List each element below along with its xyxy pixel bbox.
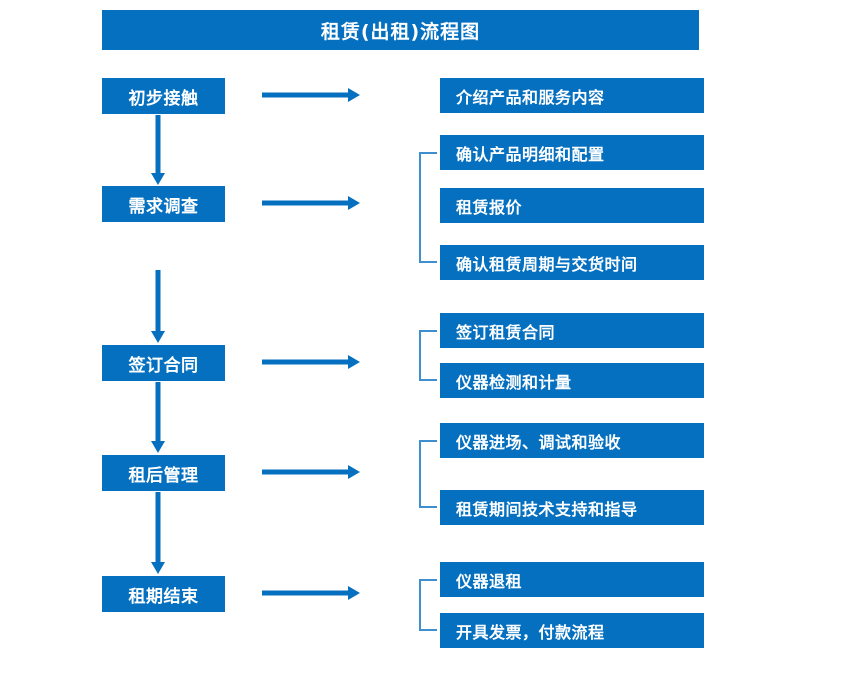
group-bracket: [419, 152, 437, 263]
diagram-title: 租赁(出租)流程图: [102, 10, 699, 50]
arrow-right-icon: [262, 88, 360, 102]
stage-box[interactable]: 租期结束: [102, 576, 225, 612]
detail-label: 签订租赁合同: [456, 322, 556, 342]
arrow-right-icon: [262, 465, 360, 479]
detail-box[interactable]: 仪器退租: [440, 562, 704, 597]
arrow-down-icon: [151, 115, 165, 185]
stage-label: 签订合同: [128, 355, 199, 376]
stage-label: 租期结束: [128, 586, 199, 607]
detail-box[interactable]: 介绍产品和服务内容: [440, 78, 704, 113]
stage-label: 初步接触: [128, 88, 199, 109]
group-bracket: [419, 440, 437, 508]
stage-box[interactable]: 初步接触: [102, 78, 225, 114]
stage-box[interactable]: 租后管理: [102, 455, 225, 491]
arrow-down-icon: [151, 382, 165, 453]
detail-box[interactable]: 开具发票，付款流程: [440, 613, 704, 648]
detail-label: 仪器进场、调试和验收: [456, 432, 622, 452]
detail-box[interactable]: 签订租赁合同: [440, 313, 704, 348]
arrow-right-icon: [262, 355, 360, 369]
detail-label: 租赁期间技术支持和指导: [456, 499, 638, 519]
detail-label: 确认产品明细和配置: [456, 144, 605, 164]
detail-label: 开具发票，付款流程: [456, 622, 605, 642]
detail-box[interactable]: 租赁期间技术支持和指导: [440, 490, 704, 525]
stage-label: 需求调查: [128, 196, 199, 217]
arrow-right-icon: [262, 196, 360, 210]
stage-label: 租后管理: [128, 465, 199, 486]
detail-label: 仪器检测和计量: [456, 372, 572, 392]
detail-box[interactable]: 租赁报价: [440, 188, 704, 223]
detail-box[interactable]: 确认产品明细和配置: [440, 135, 704, 170]
stage-box[interactable]: 签订合同: [102, 345, 225, 381]
group-bracket: [419, 579, 437, 631]
detail-label: 租赁报价: [456, 197, 523, 217]
detail-label: 介绍产品和服务内容: [456, 87, 605, 107]
arrow-right-icon: [262, 586, 360, 600]
arrow-down-icon: [151, 270, 165, 343]
stage-box[interactable]: 需求调查: [102, 186, 225, 222]
detail-box[interactable]: 确认租赁周期与交货时间: [440, 245, 704, 280]
detail-label: 确认租赁周期与交货时间: [456, 254, 638, 274]
detail-label: 仪器退租: [456, 571, 523, 591]
detail-box[interactable]: 仪器进场、调试和验收: [440, 423, 704, 458]
group-bracket: [419, 330, 437, 381]
arrow-down-icon: [151, 492, 165, 574]
detail-box[interactable]: 仪器检测和计量: [440, 363, 704, 398]
